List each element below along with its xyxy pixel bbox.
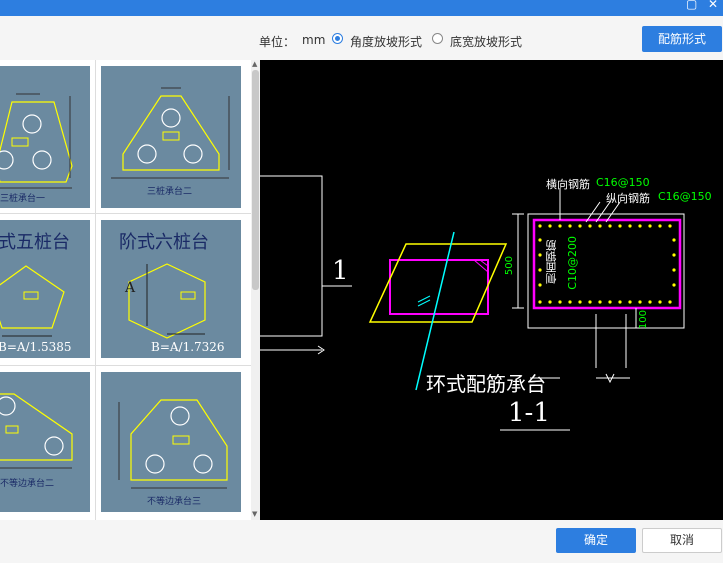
angle-slope-label[interactable]: 角度放坡形式	[350, 35, 423, 49]
title-bar: ▢ ✕	[0, 0, 723, 16]
section-label: 1-1	[508, 398, 550, 428]
thumbnail-three-pile-1[interactable]: 三桩承台一	[0, 66, 90, 208]
close-icon[interactable]: ✕	[708, 0, 719, 11]
longitudinal-rebar-label: 纵向钢筋	[606, 192, 650, 205]
thumbnail-caption: 不等边承台三	[147, 497, 202, 507]
thumbnail-formula: B=A/1.5385	[0, 340, 72, 354]
thumbnail-caption: 不等边承台二	[0, 479, 55, 489]
cad-title: 环式配筋承台	[426, 372, 546, 396]
divider	[0, 365, 251, 366]
cad-preview: 1 环式配筋承台 1-1 横向钢筋 C16@150 纵向钢筋 C16@150 侧…	[260, 60, 723, 520]
thumbnail-title: 式五桩台	[0, 232, 70, 253]
thumbnail-formula: B=A/1.7326	[151, 340, 225, 354]
thumbnail-title: 阶式六桩台	[119, 232, 209, 253]
bottom-dimension: 100	[638, 310, 649, 330]
ok-button[interactable]: 确定	[556, 528, 636, 553]
height-dimension: 500	[504, 256, 515, 276]
side-rebar-spec: C10@200	[566, 236, 579, 290]
thumbnail-panel: 三桩承台一 三桩承台二 式五桩台 B=A/1.5385	[0, 60, 251, 520]
thumbnail-five-pile[interactable]: 式五桩台 B=A/1.5385	[0, 220, 90, 358]
thumbnail-unequal-2[interactable]: 不等边承台二	[0, 372, 90, 512]
rebar-form-button[interactable]: 配筋形式	[642, 26, 722, 52]
thumbnail-three-pile-2[interactable]: 三桩承台二	[101, 66, 241, 208]
dimension-label: A	[125, 280, 136, 296]
width-slope-label[interactable]: 底宽放坡形式	[450, 35, 523, 49]
divider	[0, 213, 251, 214]
longitudinal-rebar-spec: C16@150	[658, 190, 712, 203]
scroll-up-icon[interactable]: ▲	[252, 60, 258, 68]
cancel-button[interactable]: 取消	[642, 528, 722, 553]
angle-slope-radio[interactable]	[332, 33, 343, 44]
unit-label: 单位：	[259, 35, 296, 49]
unit-value: mm	[302, 33, 326, 47]
thumbnail-unequal-3[interactable]: 不等边承台三	[101, 372, 241, 512]
scroll-down-icon[interactable]: ▼	[252, 510, 258, 518]
toolbar: 单位： mm 角度放坡形式 底宽放坡形式 配筋形式	[0, 16, 723, 60]
restore-icon[interactable]: ▢	[686, 0, 698, 11]
thumbnail-scrollbar[interactable]: ▲ ▼	[251, 60, 260, 520]
divider	[95, 60, 96, 520]
cad-drawing	[260, 175, 685, 431]
transverse-rebar-spec: C16@150	[596, 176, 650, 189]
scroll-thumb[interactable]	[252, 70, 259, 290]
section-mark: 1	[332, 256, 349, 286]
thumbnail-caption: 三桩承台一	[0, 194, 46, 204]
side-rebar-label: 侧面钢筋	[545, 240, 558, 284]
thumbnail-caption: 三桩承台二	[147, 187, 193, 197]
transverse-rebar-label: 横向钢筋	[546, 178, 590, 191]
thumbnail-six-pile[interactable]: 阶式六桩台 A B=A/1.7326	[101, 220, 241, 358]
dialog-footer: 确定 取消	[0, 520, 723, 563]
width-slope-radio[interactable]	[432, 33, 443, 44]
